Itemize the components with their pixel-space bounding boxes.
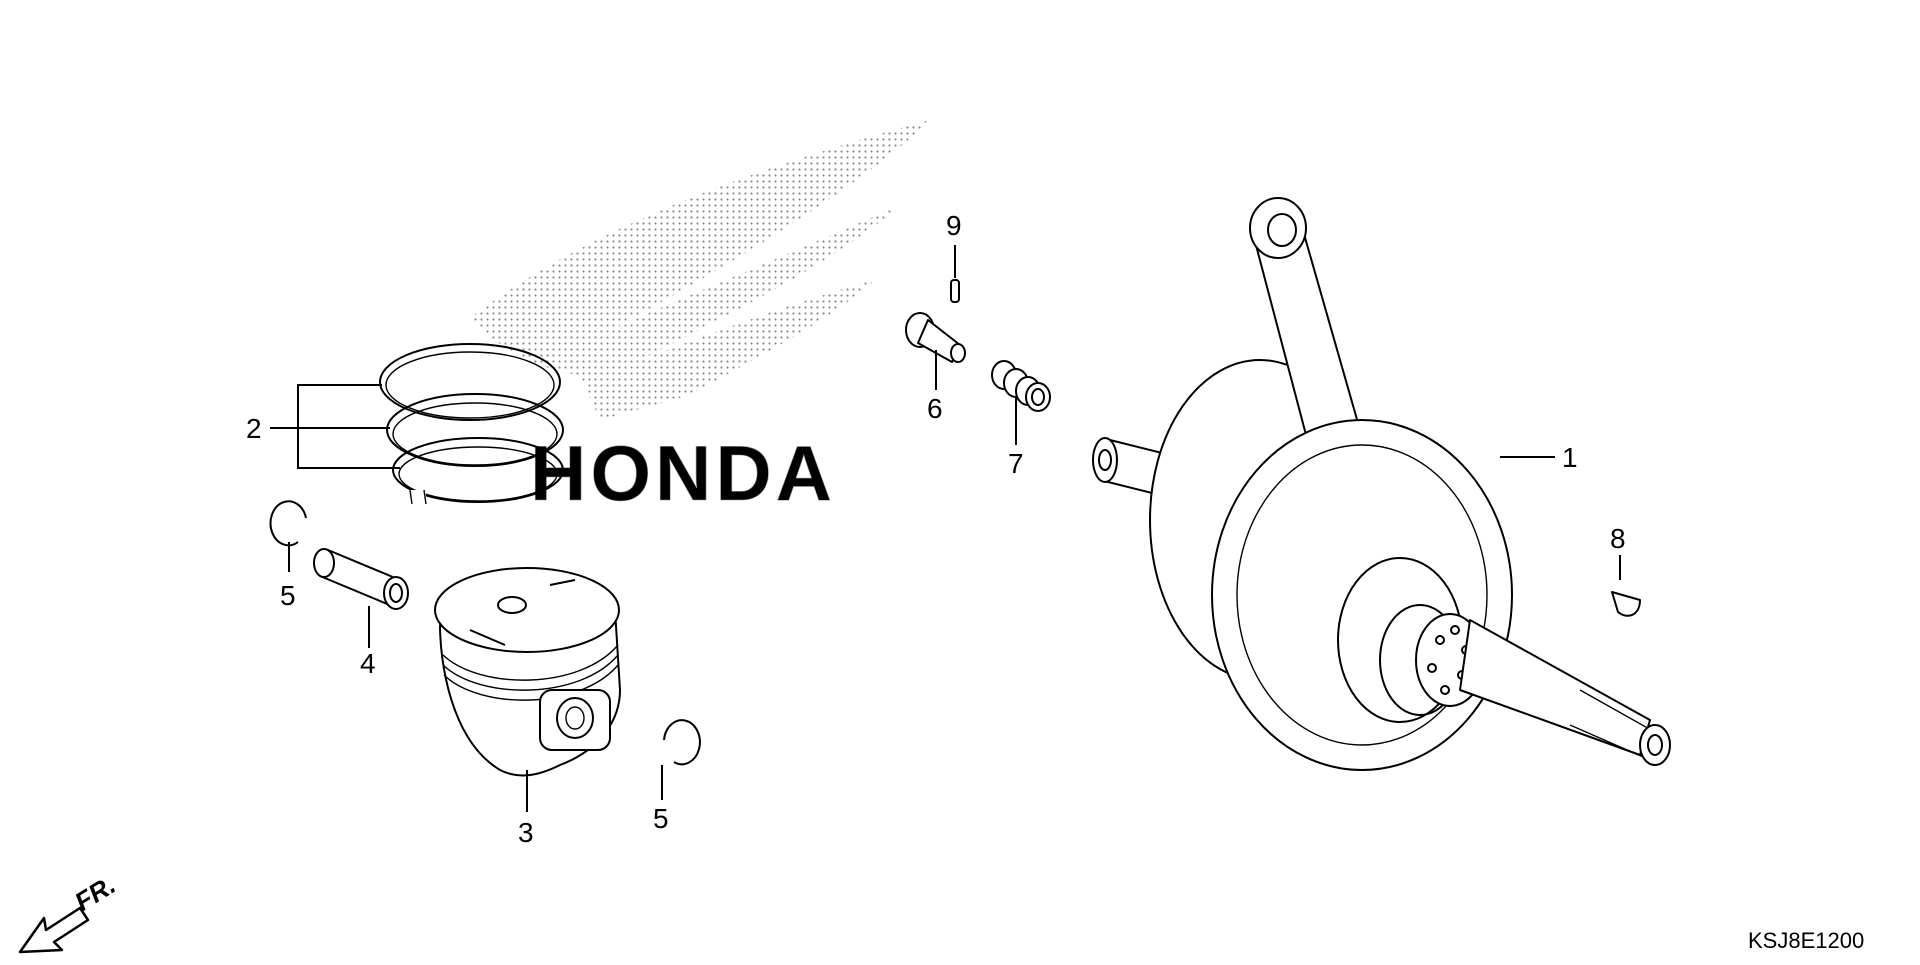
callout-7: 7 bbox=[1008, 448, 1024, 479]
pin bbox=[950, 279, 960, 303]
callout-4: 4 bbox=[360, 648, 376, 679]
woodruff-key bbox=[1611, 591, 1641, 617]
callout-3: 3 bbox=[518, 817, 534, 848]
piston bbox=[434, 567, 621, 777]
piston-pin-clip-left bbox=[269, 500, 307, 547]
diagram-code: KSJ8E1200 bbox=[1748, 928, 1864, 953]
callout-6: 6 bbox=[927, 393, 943, 424]
tensioner-bolt bbox=[905, 312, 966, 363]
honda-wordmark: HONDA bbox=[530, 429, 836, 517]
callout-9: 9 bbox=[946, 210, 962, 241]
callout-2: 2 bbox=[246, 413, 262, 444]
piston-ring-set bbox=[379, 343, 564, 505]
callout-5-left: 5 bbox=[280, 580, 296, 611]
piston-pin-clip-right bbox=[663, 719, 701, 766]
callout-1: 1 bbox=[1562, 442, 1578, 473]
leader-lines bbox=[270, 245, 1621, 812]
honda-wing-logo: HONDA bbox=[470, 120, 930, 517]
front-direction-arrow: FR. bbox=[18, 869, 121, 954]
callout-8: 8 bbox=[1610, 523, 1626, 554]
piston-pin bbox=[313, 548, 409, 610]
spring bbox=[991, 360, 1051, 412]
crankshaft bbox=[1092, 197, 1671, 771]
callout-5-right: 5 bbox=[653, 803, 669, 834]
